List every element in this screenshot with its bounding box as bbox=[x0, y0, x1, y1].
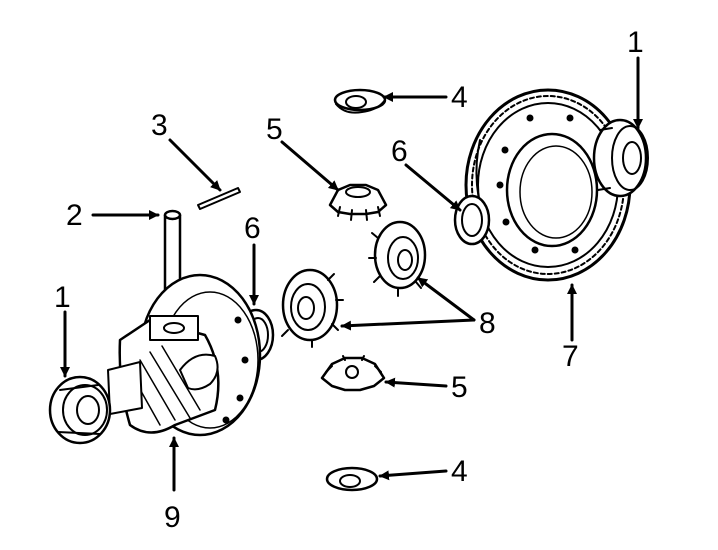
side-gear-right bbox=[368, 220, 427, 297]
callout-pinion-shaft: 2 bbox=[66, 199, 83, 232]
callout-differential-case: 9 bbox=[164, 501, 181, 534]
callout-side-gears: 8 bbox=[479, 307, 496, 340]
pinion-gear-top bbox=[328, 183, 388, 221]
side-gear-left bbox=[281, 268, 344, 348]
callout-pinion-gear-bottom: 5 bbox=[451, 371, 468, 404]
differential-case bbox=[107, 273, 262, 437]
callout-lock-pin: 3 bbox=[151, 109, 168, 142]
callout-bearing-right: 1 bbox=[627, 26, 644, 59]
callout-ring-gear: 7 bbox=[562, 340, 579, 373]
side-washer-right bbox=[453, 194, 491, 246]
callout-side-washer-right: 6 bbox=[391, 135, 408, 168]
pinion-gear-bottom bbox=[320, 355, 386, 392]
callout-arrows bbox=[60, 56, 643, 492]
callout-bearing-left: 1 bbox=[54, 281, 71, 314]
bearing-right bbox=[592, 118, 649, 198]
thrust-washer-top bbox=[333, 88, 387, 114]
lock-pin bbox=[197, 187, 241, 210]
bearing-left bbox=[48, 375, 112, 445]
callout-thrust-washer-bottom: 4 bbox=[451, 455, 468, 488]
callout-pinion-gear-top: 5 bbox=[266, 113, 283, 146]
ring-gear bbox=[464, 88, 632, 282]
callout-side-washer-left: 6 bbox=[244, 212, 261, 245]
thrust-washer-bottom bbox=[325, 466, 379, 492]
callout-thrust-washer-top: 4 bbox=[451, 81, 468, 114]
